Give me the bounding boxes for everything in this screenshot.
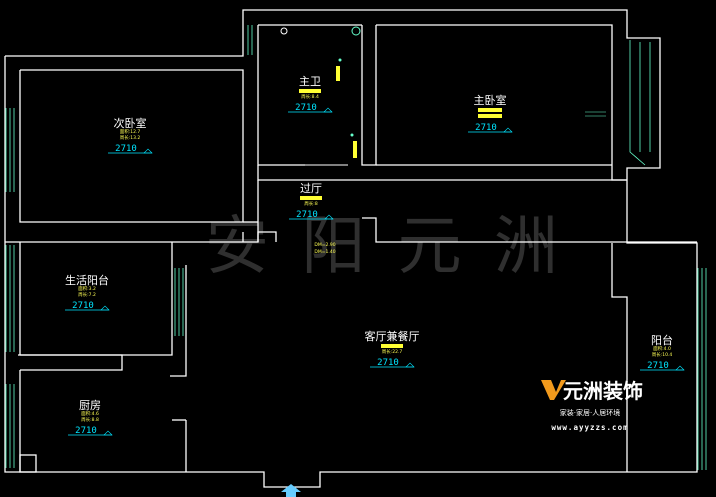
room-note: 周长:8 xyxy=(304,200,318,207)
door-note-2: DM=1.40 xyxy=(314,249,335,255)
brand-tagline: 家装·家居·人居环境 xyxy=(560,408,620,417)
room-note: 周长:10.4 xyxy=(652,351,673,358)
bath-fixtures xyxy=(280,26,361,166)
room-name: 过厅 xyxy=(300,182,322,195)
room-marker xyxy=(478,114,502,118)
walls xyxy=(4,9,698,488)
brand-logo: 元洲装饰 家装·家居·人居环境 www.ayyzzs.com xyxy=(541,379,643,432)
room-name: 主卫 xyxy=(299,75,321,88)
ceiling-height: 2710 xyxy=(115,144,137,154)
ceiling-height: 2710 xyxy=(75,426,97,436)
level-marker-icon xyxy=(323,107,333,113)
level-marker-icon xyxy=(324,214,334,220)
watermark-text: 安 阳 元 洲 xyxy=(205,210,564,284)
ceiling-height: 2710 xyxy=(72,301,94,311)
ceiling-height: 2710 xyxy=(475,123,497,133)
room-name: 生活阳台 xyxy=(65,273,109,287)
room-note: 面积:3.2 xyxy=(78,285,96,292)
room-master-bedroom: 主卧室 2710 xyxy=(468,93,513,133)
room-note: 周长:8.8 xyxy=(81,416,99,423)
brand-mark-icon xyxy=(541,380,566,400)
room-note: 周长:22.7 xyxy=(382,348,403,355)
brand-name: 元洲装饰 xyxy=(563,379,643,403)
windows xyxy=(5,25,707,470)
room-name: 次卧室 xyxy=(114,116,147,130)
room-note: 面积:4.0 xyxy=(653,345,671,352)
room-name: 阳台 xyxy=(651,333,673,347)
room-name: 厨房 xyxy=(79,399,101,412)
entrance-icon xyxy=(281,484,301,497)
level-marker-icon xyxy=(100,305,110,311)
ceiling-height: 2710 xyxy=(647,361,669,371)
room-note: 面积:4.6 xyxy=(81,410,99,417)
ceiling-height: 2710 xyxy=(296,210,318,220)
room-name: 主卧室 xyxy=(474,93,507,107)
ceiling-height: 2710 xyxy=(295,103,317,113)
room-marker xyxy=(299,89,321,93)
brand-url: www.ayyzzs.com xyxy=(551,423,628,432)
room-marker xyxy=(478,108,502,112)
level-marker-icon xyxy=(405,362,415,368)
room-marker xyxy=(381,344,403,348)
level-marker-icon xyxy=(675,365,685,371)
door-note-1: DM=2.90 xyxy=(314,242,335,248)
ceiling-height: 2710 xyxy=(377,358,399,368)
door-annotations: DM=2.90 DM=1.40 xyxy=(314,111,606,255)
level-marker-icon xyxy=(503,127,513,133)
room-marker xyxy=(300,196,322,200)
room-note: 周长:13.2 xyxy=(120,134,141,141)
room-name: 客厅兼餐厅 xyxy=(365,329,420,343)
room-note: 周长:8.4 xyxy=(301,93,319,100)
room-note: 周长:7.2 xyxy=(78,291,96,298)
level-marker-icon xyxy=(143,148,153,154)
room-note: 面积:12.7 xyxy=(120,128,141,135)
level-marker-icon xyxy=(103,430,113,436)
